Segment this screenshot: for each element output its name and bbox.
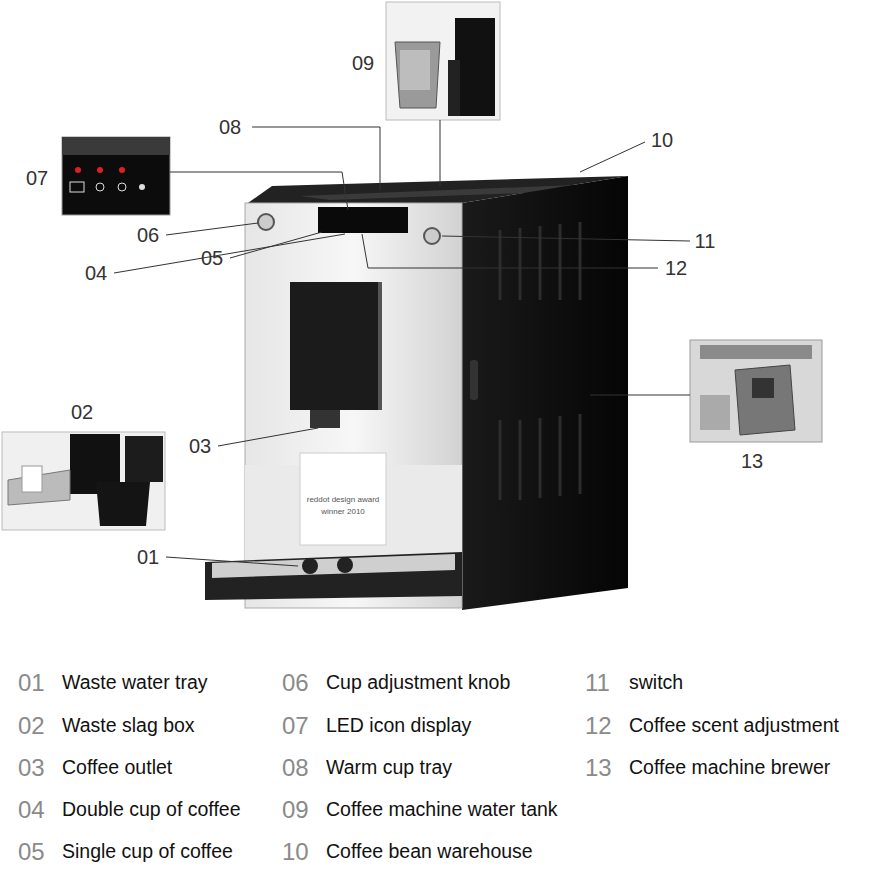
callout-number: 06 [137,224,159,246]
award-text: winner 2010 [321,508,365,517]
water-tank-inset [386,2,500,120]
award-text: reddot design award [307,496,380,505]
legend-number: 13 [585,755,612,781]
part-name: Cup adjustment knob [326,672,510,693]
legend-number: 02 [18,713,45,739]
callout-number: 10 [651,129,673,151]
callout-number: 03 [189,435,211,457]
callout-number: 09 [352,52,374,74]
brewer-inset [690,340,822,442]
legend-number: 11 [585,670,610,696]
part-name: Coffee machine brewer [629,757,830,778]
legend-number: 07 [282,713,309,739]
legend-number: 08 [282,755,309,781]
part-name: Waste water tray [62,672,208,693]
legend-number: 09 [282,797,309,823]
waste-box-inset [2,432,165,530]
legend-number: 01 [18,670,45,696]
legend-number: 12 [585,713,612,739]
callout-number: 11 [695,230,716,252]
callout-number: 12 [665,257,687,279]
part-name: Coffee outlet [62,757,172,778]
coffee-machine [205,176,628,610]
part-name: LED icon display [326,715,471,736]
part-name: Coffee bean warehouse [326,841,533,862]
part-name: switch [629,672,683,693]
callout-number: 05 [201,247,223,269]
callout-number: 02 [71,401,93,423]
legend-number: 10 [282,839,309,865]
callout-number: 08 [219,116,241,138]
callout-number: 07 [26,167,48,189]
legend-number: 05 [18,839,45,865]
part-name: Warm cup tray [326,757,452,778]
callout-number: 01 [137,546,159,568]
part-name: Double cup of coffee [62,799,241,820]
leader-lines [114,120,690,566]
legend-number: 04 [18,797,45,823]
led-panel-inset [62,137,170,215]
part-name: Coffee machine water tank [326,799,558,820]
legend-number: 06 [282,670,309,696]
callout-number: 13 [741,450,763,472]
legend-number: 03 [18,755,45,781]
part-name: Single cup of coffee [62,841,233,862]
part-name: Waste slag box [62,715,195,736]
part-name: Coffee scent adjustment [629,715,839,736]
callout-number: 04 [85,262,107,284]
